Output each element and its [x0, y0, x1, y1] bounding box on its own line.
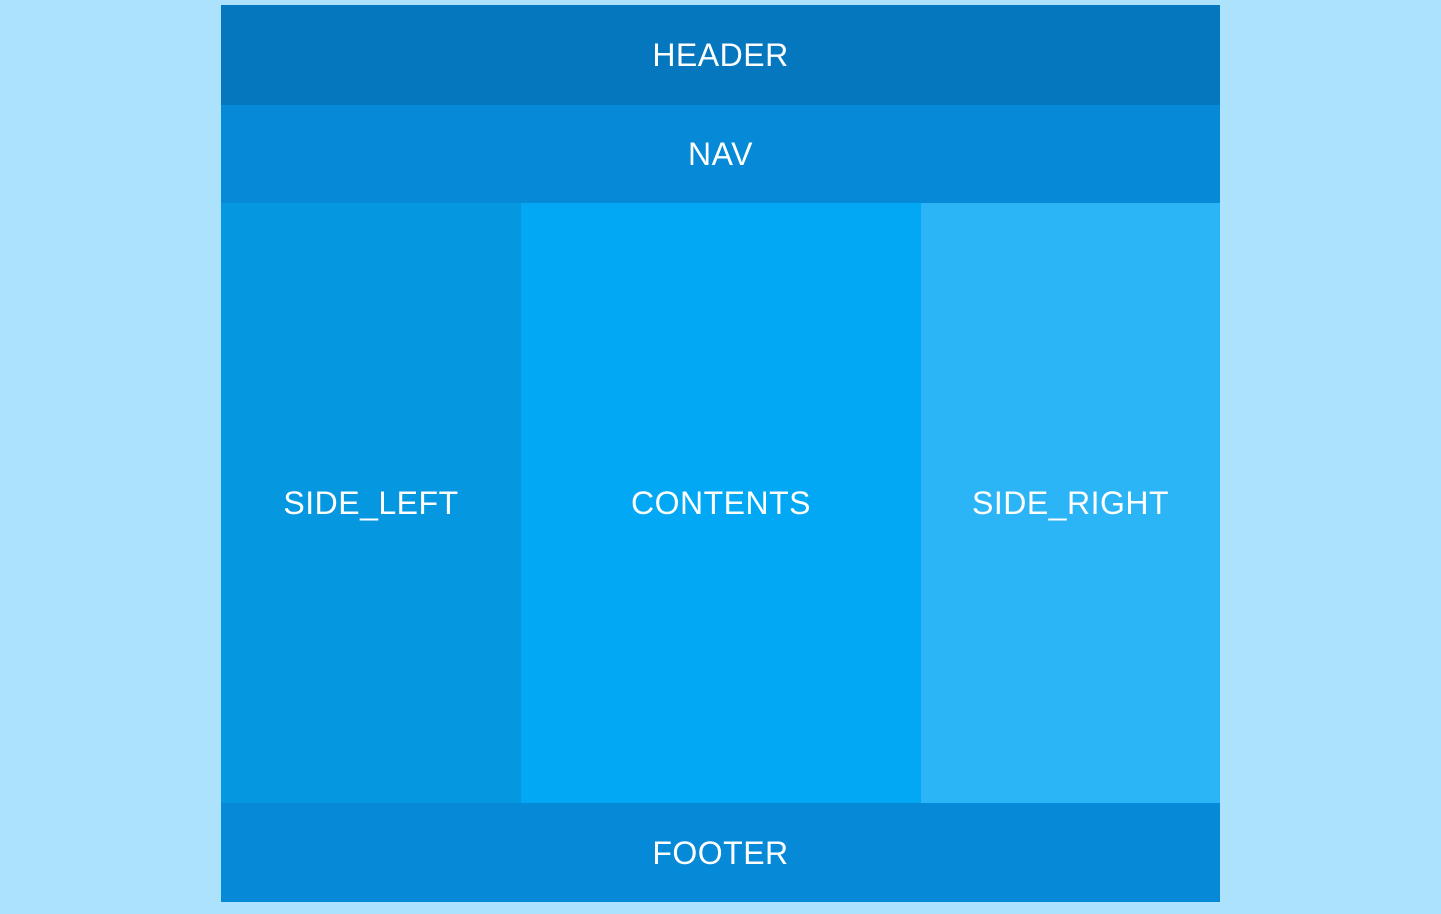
footer-region: FOOTER: [221, 803, 1220, 902]
nav-label: NAV: [688, 136, 753, 172]
header-label: HEADER: [652, 37, 789, 73]
contents-label: CONTENTS: [631, 485, 811, 521]
header-region: HEADER: [221, 5, 1220, 105]
side-left-label: SIDE_LEFT: [283, 485, 459, 521]
contents-region: CONTENTS: [521, 203, 921, 803]
footer-label: FOOTER: [652, 834, 789, 871]
side-left-region: SIDE_LEFT: [221, 203, 521, 803]
layout-diagram: HEADER NAV SIDE_LEFT CONTENTS SIDE_RIGHT…: [221, 5, 1220, 902]
nav-region: NAV: [221, 105, 1220, 203]
content-row: SIDE_LEFT CONTENTS SIDE_RIGHT: [221, 203, 1220, 803]
side-right-region: SIDE_RIGHT: [921, 203, 1220, 803]
side-right-label: SIDE_RIGHT: [971, 485, 1170, 521]
